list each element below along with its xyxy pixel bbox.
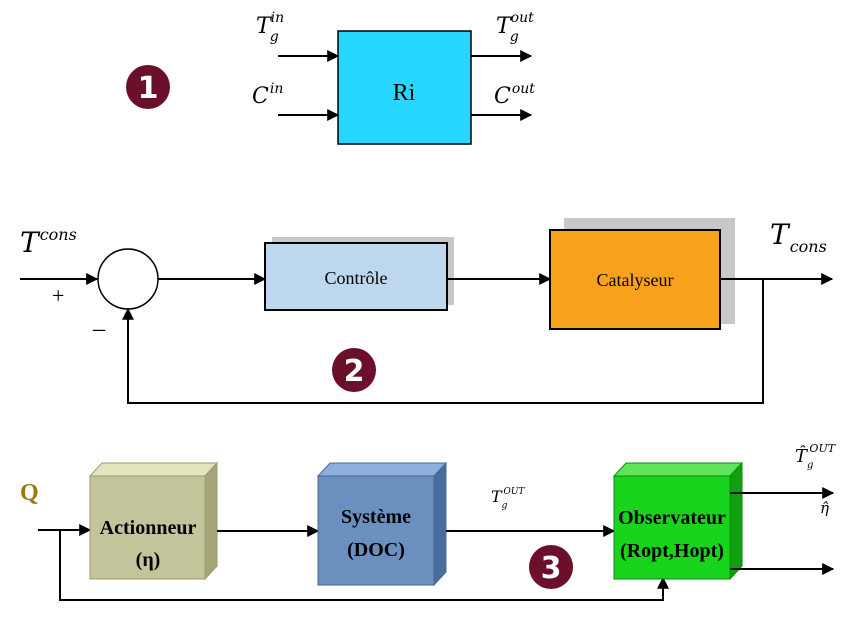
badge-3: 3 [529, 545, 573, 589]
ri-block-label: Ri [393, 80, 416, 106]
observateur-label-line2: (Ropt,Hopt) [620, 540, 724, 562]
observateur-label-line1: Observateur [618, 507, 726, 529]
section-1: 1 Ri Tgin Cin Tgout Cout [126, 10, 535, 145]
badge-1-circle [126, 65, 170, 109]
actionneur-block [88, 461, 219, 581]
label-tg-in: Tgin [256, 10, 284, 45]
label-c-out: Cout [494, 81, 535, 109]
observateur-block [612, 461, 744, 581]
label-q: Q [20, 480, 39, 506]
controle-label: Contrôle [325, 268, 388, 288]
section-3: Q Actionneur (η) Système (DOC) TgOUT Obs… [20, 442, 837, 601]
badge-3-number: 3 [541, 551, 562, 586]
label-tg-out-mid: TgOUT [491, 487, 525, 511]
catalyseur-block [549, 229, 721, 330]
plus-sign: + [52, 283, 64, 308]
catalyseur-label: Catalyseur [597, 270, 674, 290]
badge-1-number: 1 [138, 71, 159, 106]
badge-3-circle [529, 545, 573, 589]
systeme-label-line2: (DOC) [347, 539, 405, 561]
section-2: Tcons Tcons + – Contrôle Catalyseur 2 [20, 218, 834, 404]
label-eta-hat: η̂ [820, 499, 829, 517]
bypass-q-to-observateur [59, 530, 669, 601]
label-c-in: Cin [252, 81, 283, 109]
badge-1: 1 [126, 65, 170, 109]
minus-sign: – [92, 316, 106, 342]
summing-junction [97, 248, 159, 310]
actionneur-label-line2: (η) [136, 549, 161, 571]
label-tg-out: Tgout [496, 10, 534, 45]
actionneur-label-line1: Actionneur [100, 517, 197, 539]
controle-block [264, 242, 448, 311]
ri-block [337, 30, 472, 145]
systeme-block [316, 461, 448, 587]
label-t-cons-input: Tcons [20, 225, 77, 259]
label-t-cons-output: Tcons [770, 218, 827, 256]
systeme-label-line1: Système [341, 506, 411, 528]
badge-2-circle [332, 348, 376, 392]
feedback-loop [122, 279, 764, 404]
badge-2: 2 [332, 348, 376, 392]
label-tg-hat-out: T̂gOUT [795, 442, 837, 471]
badge-2-number: 2 [344, 354, 365, 389]
